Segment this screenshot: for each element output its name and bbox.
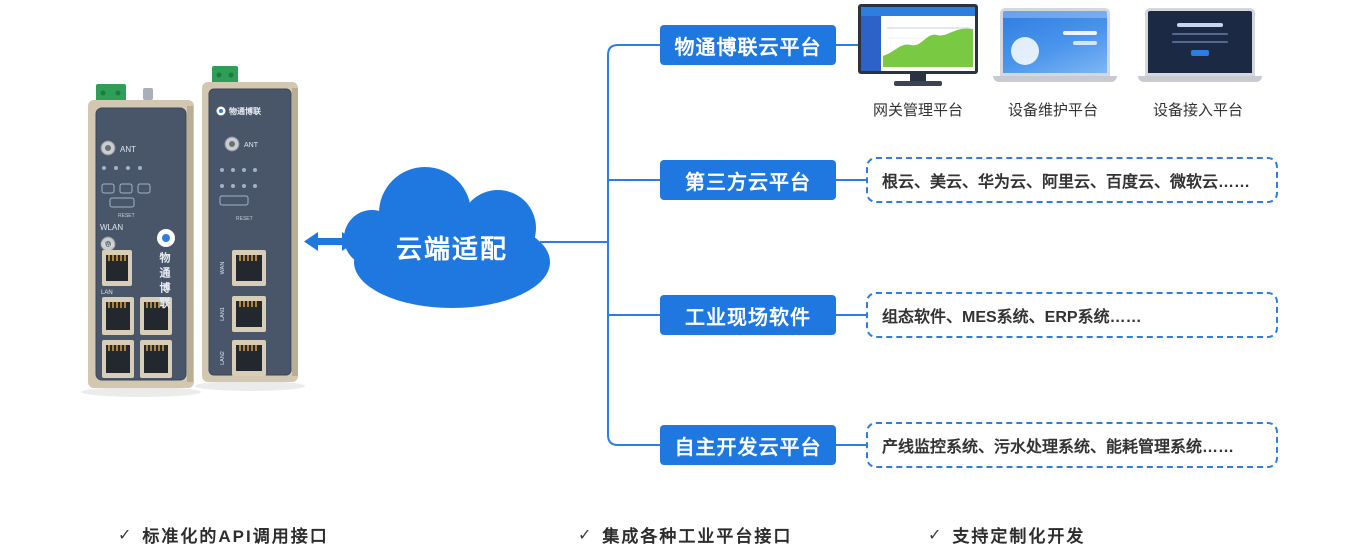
wlan-label: WLAN — [100, 223, 123, 232]
front-panel — [208, 88, 292, 376]
third-party-clouds-box: 根云、美云、华为云、阿里云、百度云、微软云…… — [866, 157, 1278, 203]
terminal-block — [96, 84, 126, 102]
screen-graphic — [1011, 37, 1039, 65]
laptop-base — [1138, 76, 1262, 82]
wan-port-label: WAN — [220, 262, 226, 275]
ant-label: ANT — [120, 145, 136, 154]
laptop-base — [993, 76, 1117, 82]
monitor-base — [894, 81, 942, 86]
self-developed-box: 产线监控系统、污水处理系统、能耗管理系统…… — [866, 422, 1278, 468]
wan-port-label: WAN — [101, 243, 115, 249]
branch-label-third-party: 第三方云平台 — [660, 160, 836, 200]
ethernet-port-wan — [232, 250, 266, 286]
lan2-port-label: LAN2 — [220, 351, 226, 365]
device2-shadow — [195, 381, 305, 391]
screen-text-bar — [1063, 31, 1097, 35]
screen-topbar — [861, 7, 975, 16]
check-icon: ✓ — [118, 526, 132, 544]
branch-label-industrial-sw: 工业现场软件 — [660, 295, 836, 335]
screen-text-line — [1172, 41, 1228, 43]
device1-shadow — [81, 387, 201, 397]
led-row — [220, 168, 257, 188]
screen-button — [1191, 50, 1209, 56]
reset-label: RESET — [236, 216, 253, 222]
branch-label-wtbl-cloud: 物通博联云平台 — [660, 25, 836, 65]
gateway-device-1: ANT RESET WLAN WAN L — [88, 84, 194, 388]
screen-text-line — [1172, 33, 1228, 35]
ethernet-port-lan-grid — [102, 297, 172, 378]
feature-platform-integration: ✓ 集成各种工业平台接口 — [578, 522, 792, 544]
ethernet-port-lan1 — [232, 296, 266, 332]
feature-api-interface: ✓ 标准化的API调用接口 — [118, 522, 329, 544]
industrial-software-box: 组态软件、MES系统、ERP系统…… — [866, 292, 1278, 338]
feature-text: 标准化的API调用接口 — [142, 527, 329, 544]
laptop-screen — [1000, 8, 1110, 76]
monitor-neck — [910, 74, 926, 81]
ethernet-port-lan2 — [232, 340, 266, 376]
gateway-device-2: 物通博联 ANT RESET WAN LAN1 — [202, 66, 298, 382]
lan-ports-label: LAN — [101, 290, 113, 296]
gateway-platform-monitor — [858, 4, 978, 86]
ant-label: ANT — [244, 142, 259, 149]
cloud-label: 云端适配 — [396, 234, 508, 264]
io-icon-grid — [101, 183, 151, 208]
maintenance-platform-laptop — [993, 8, 1117, 82]
branch-label-self-developed: 自主开发云平台 — [660, 425, 836, 465]
access-platform-laptop — [1138, 8, 1262, 82]
screen-area-chart — [883, 18, 973, 69]
monitor-screen — [858, 4, 978, 74]
device1-brand-vertical: 物通博联 — [158, 252, 170, 312]
lan1-port-label: LAN1 — [220, 307, 226, 321]
caption-gateway-platform: 网关管理平台 — [872, 102, 963, 119]
ethernet-port-wan — [102, 250, 132, 286]
connector-lines — [540, 44, 866, 446]
check-icon: ✓ — [928, 526, 942, 544]
brand-label: 物通博联 — [229, 106, 261, 116]
screen-sidebar — [861, 16, 881, 71]
cloud-shape: 云端适配 — [344, 167, 550, 308]
antenna-mount — [143, 88, 153, 100]
laptop-screen — [1145, 8, 1255, 76]
caption-access-platform: 设备接入平台 — [1152, 102, 1243, 119]
caption-maintenance-platform: 设备维护平台 — [1007, 102, 1098, 119]
screen-title-bar — [1177, 23, 1223, 27]
feature-text: 集成各种工业平台接口 — [602, 527, 793, 544]
screen-topbar — [1003, 11, 1107, 18]
feature-custom-development: ✓ 支持定制化开发 — [928, 522, 1085, 544]
feature-text: 支持定制化开发 — [952, 527, 1086, 544]
trunk-line — [607, 44, 660, 446]
terminal-block — [212, 66, 238, 84]
screen-text-bar — [1073, 41, 1097, 45]
led-row — [102, 166, 142, 170]
check-icon: ✓ — [578, 526, 592, 544]
reset-label: RESET — [118, 213, 135, 219]
io-icon-grid — [219, 195, 249, 206]
